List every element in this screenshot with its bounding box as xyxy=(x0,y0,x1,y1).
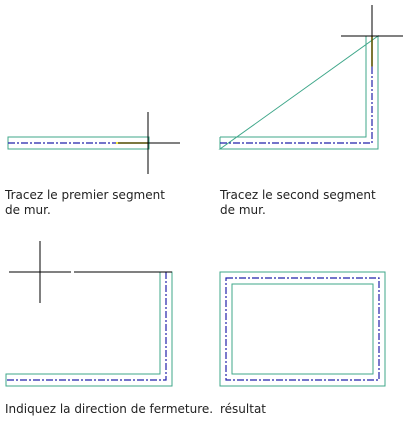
caption-line: résultat xyxy=(220,402,267,416)
caption-first-segment: Tracez le premier segment de mur. xyxy=(5,188,165,218)
caption-line: de mur. xyxy=(5,203,51,217)
caption-close-direction: Indiquez la direction de fermeture. xyxy=(5,402,213,417)
caption-line: Indiquez la direction de fermeture. xyxy=(5,402,214,416)
panel-first-segment xyxy=(7,112,180,174)
wall-outline xyxy=(5,271,173,387)
crosshair-cursor-icon xyxy=(341,5,403,67)
wall-axis-line xyxy=(220,66,373,144)
crosshair-cursor-icon xyxy=(9,241,71,303)
caption-line: de mur. xyxy=(220,203,266,217)
wall-outer-edge xyxy=(219,271,386,387)
caption-line: Tracez le second segment xyxy=(220,188,376,202)
crosshair-cursor-icon xyxy=(118,112,180,174)
caption-second-segment: Tracez le second segment de mur. xyxy=(220,188,376,218)
panel-close-direction xyxy=(5,241,173,387)
panel-second-segment xyxy=(218,5,403,150)
caption-line: Tracez le premier segment xyxy=(5,188,165,202)
wall-axis-line xyxy=(225,277,380,381)
wall-outer-edge xyxy=(218,35,379,150)
wall-inner-edge xyxy=(231,283,374,375)
panel-result xyxy=(219,271,386,387)
wall-axis-line xyxy=(6,272,167,381)
caption-result: résultat xyxy=(220,402,266,417)
